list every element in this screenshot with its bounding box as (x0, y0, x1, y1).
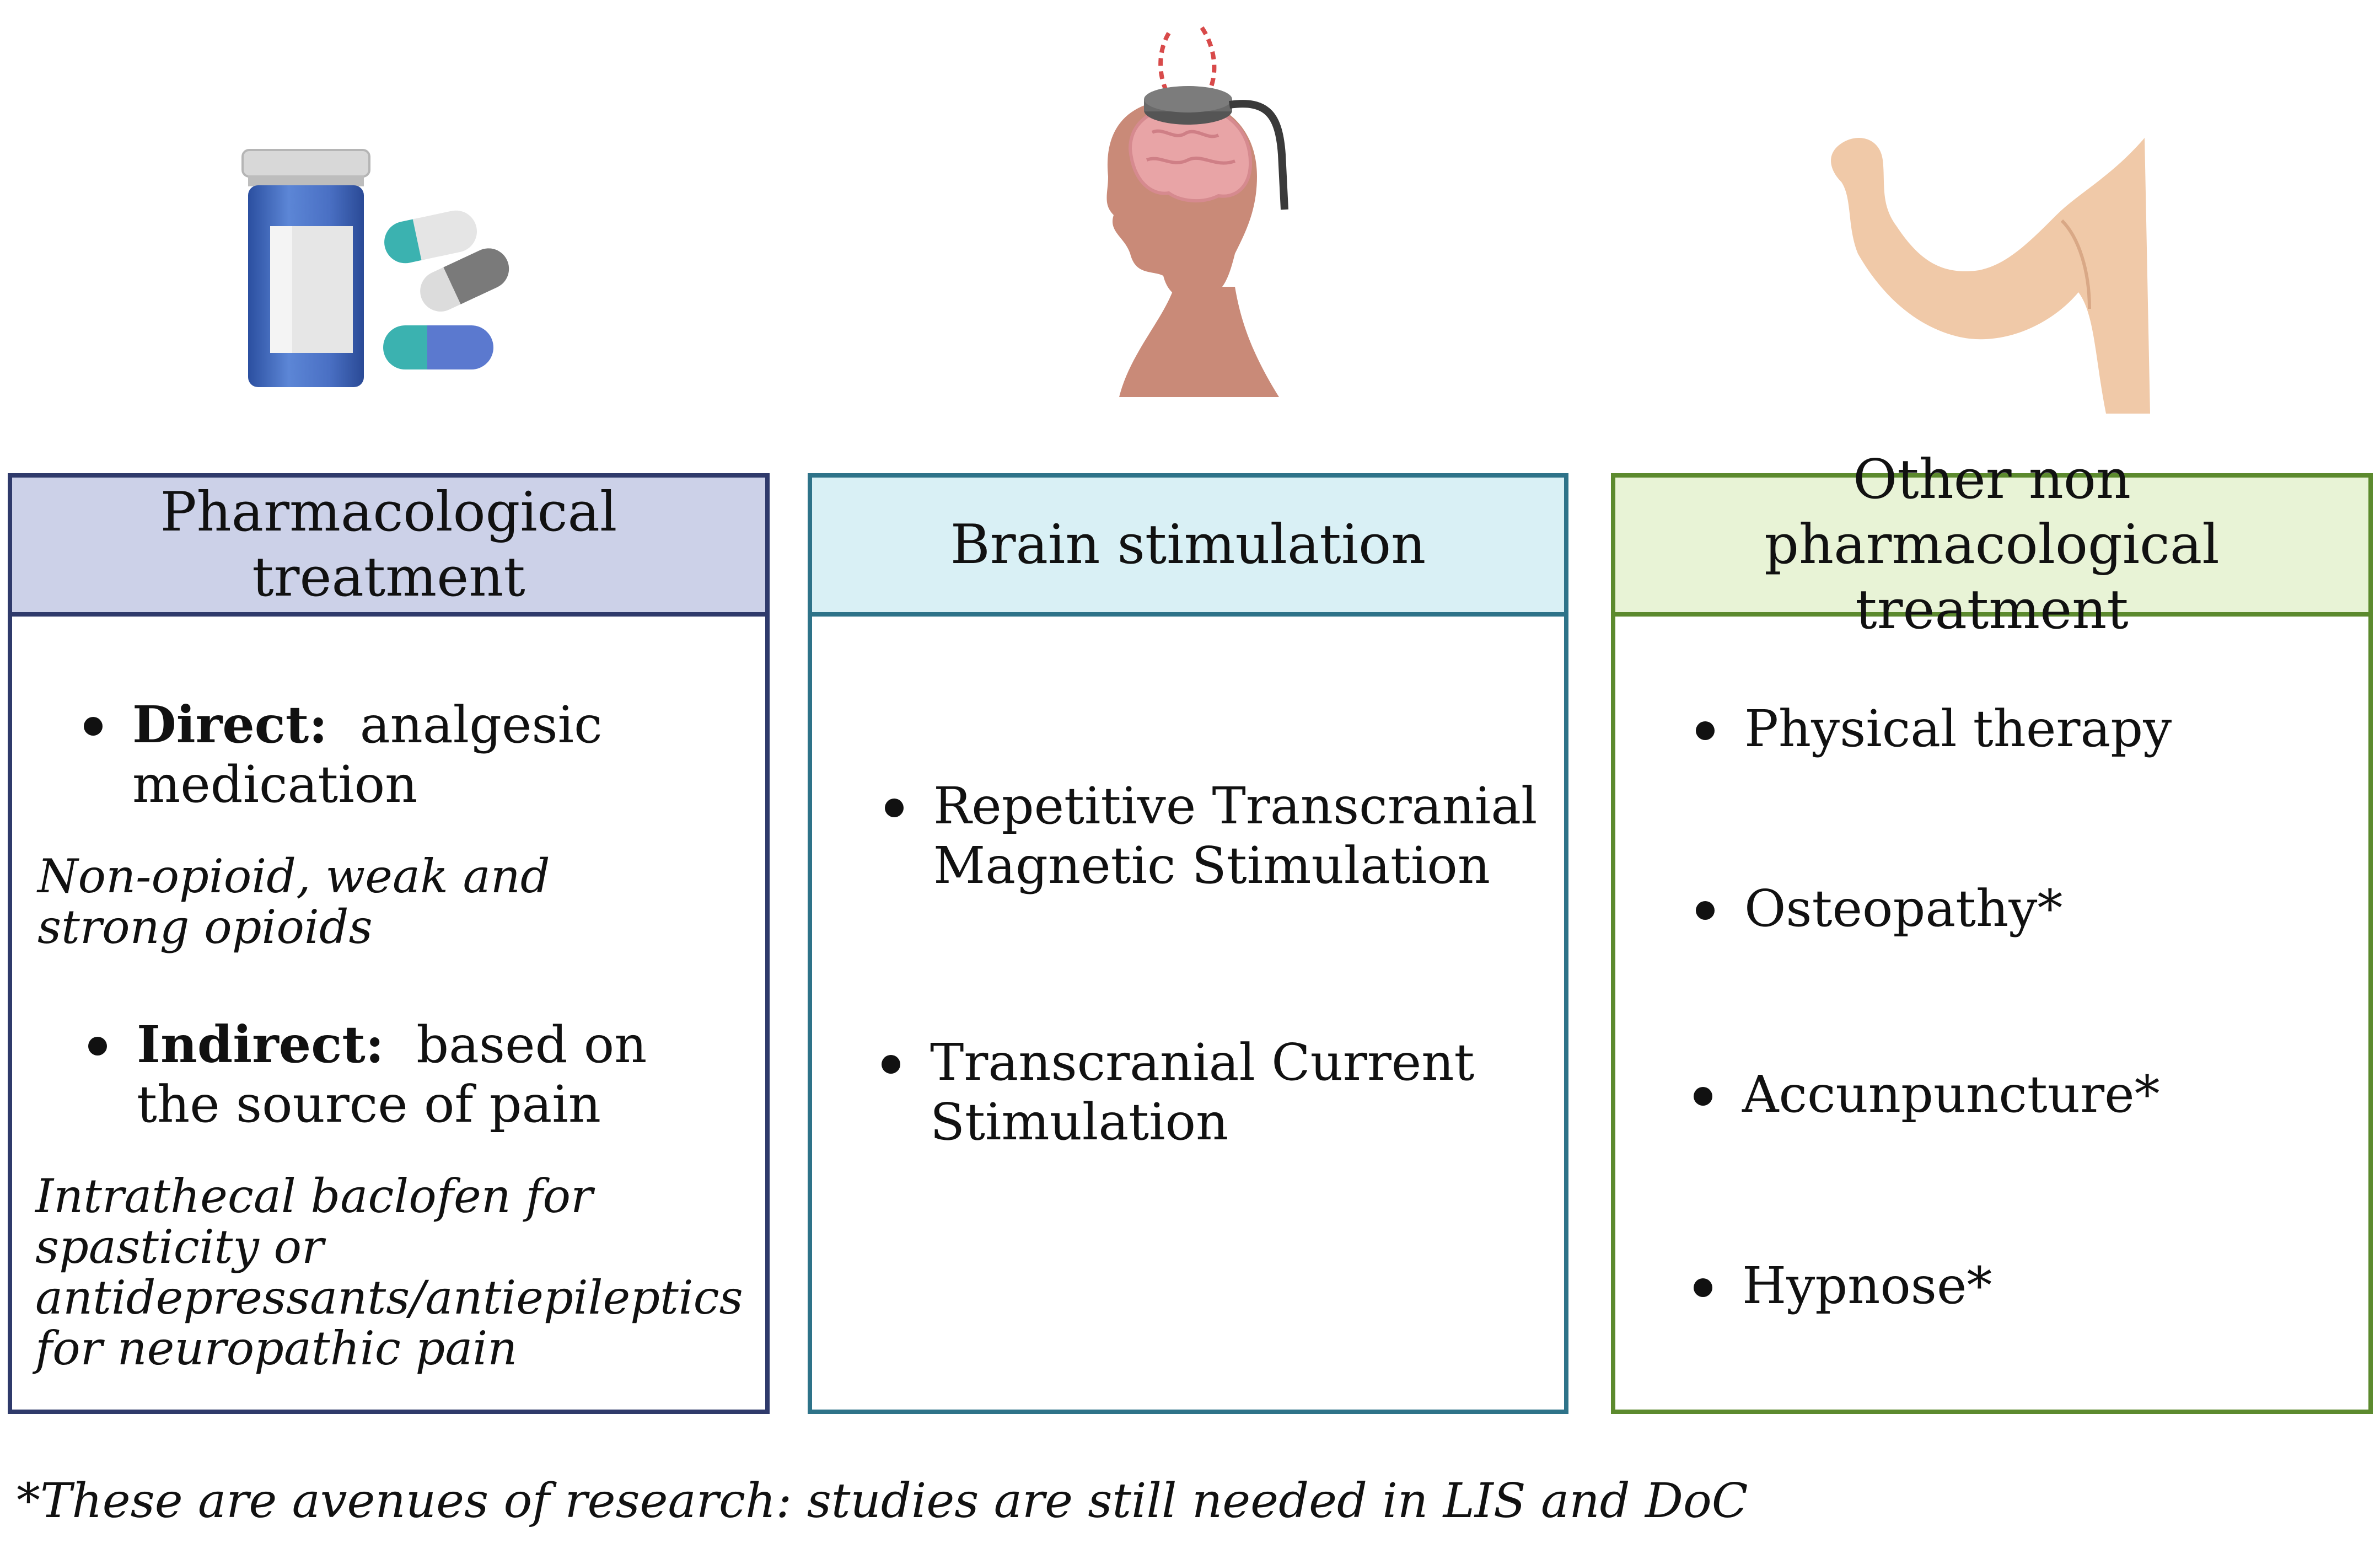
list-item-text: Osteopathy* (1744, 879, 2063, 938)
list-item: Physical therapy (1696, 699, 2351, 759)
list-item: Transcranial Current Stimulation (882, 1033, 1548, 1152)
bullet-dot (84, 717, 103, 736)
brain-stimulation-header: Brain stimulation (812, 478, 1564, 617)
direct-text: analgesic medication (132, 695, 603, 814)
brain-stimulation-panel: Brain stimulation Repetitive Transcrania… (808, 473, 1568, 1414)
direct-item: Direct: analgesic medication (84, 695, 739, 815)
list-item: Accunpuncture* (1694, 1065, 2349, 1124)
indirect-item: Indirect: based on the source of pain (88, 1015, 743, 1134)
pharmacological-header: Pharmacological treatment (12, 478, 765, 617)
bullet-dot (1696, 721, 1715, 740)
indirect-note: Intrathecal baclofen for spasticity or a… (35, 1169, 743, 1375)
bullet-dot (88, 1037, 107, 1056)
indirect-text: based on the source of pain (137, 1015, 647, 1134)
other-treatment-panel: Other non pharmacological treatment Phys… (1611, 448, 2373, 1414)
list-item-text: Accunpuncture* (1742, 1065, 2160, 1124)
list-item-text: Physical therapy (1744, 699, 2172, 758)
bullet-dot (1694, 1278, 1712, 1297)
direct-label: Direct: (132, 695, 328, 754)
list-item: Repetitive Transcranial Magnetic Stimula… (885, 776, 1551, 896)
brain-stimulation-head-icon (1106, 26, 1288, 397)
pharmacological-panel: Pharmacological treatment Direct: analge… (8, 473, 770, 1414)
flexed-arm-icon (1831, 138, 2150, 414)
list-item: Hypnose* (1694, 1256, 2349, 1316)
bullet-dot (1696, 901, 1715, 920)
footnote: *These are avenues of research: studies … (17, 1474, 1748, 1529)
indirect-label: Indirect: (137, 1015, 384, 1074)
pharmacological-body: Direct: analgesic medication Non-opioid,… (12, 617, 765, 1410)
list-item: Osteopathy* (1696, 879, 2351, 939)
list-item-text: Hypnose* (1742, 1256, 1992, 1315)
other-treatment-header: Other non pharmacological treatment (1615, 448, 2368, 641)
other-treatment-body: Physical therapy Osteopathy* Accunpunctu… (1615, 617, 2368, 1410)
direct-note: Non-opioid, weak and strong opioids (37, 849, 550, 954)
list-item-text: Repetitive Transcranial Magnetic Stimula… (933, 776, 1538, 895)
pill-bottle-icon (241, 149, 509, 387)
bullet-dot (882, 1055, 900, 1074)
bullet-dot (1694, 1087, 1712, 1106)
list-item-text: Transcranial Current Stimulation (930, 1033, 1475, 1151)
brain-stimulation-body: Repetitive Transcranial Magnetic Stimula… (812, 617, 1564, 1410)
bullet-dot (885, 799, 904, 817)
